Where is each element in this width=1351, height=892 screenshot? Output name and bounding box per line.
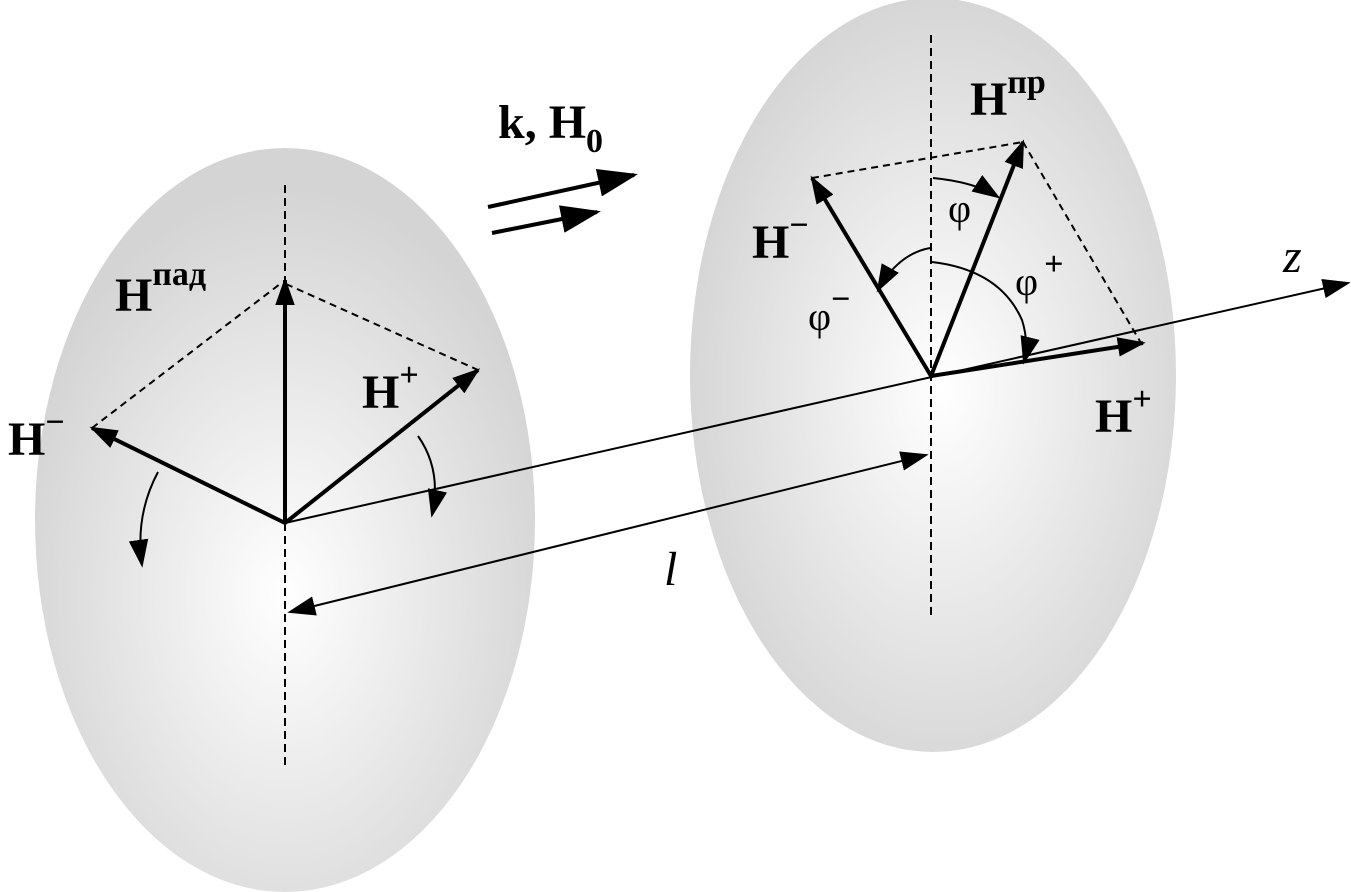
h-pr-sup: пр xyxy=(1007,64,1046,101)
phi-minus-arc xyxy=(876,247,931,293)
phi-plus-sup: + xyxy=(1044,246,1063,283)
right-h-minus-label: H− xyxy=(752,207,809,269)
left-rotation-arc-minus xyxy=(128,471,159,568)
left-h-plus-vector xyxy=(283,368,481,525)
phi-base: φ xyxy=(1015,259,1038,304)
h-plus-sup: + xyxy=(1132,381,1151,418)
phi-plus-arc xyxy=(931,261,1040,365)
k-symbol: k xyxy=(498,96,525,149)
phi-plus-label: φ+ xyxy=(1015,246,1063,304)
h-base: H xyxy=(362,366,399,419)
left-rotation-arc-plus xyxy=(417,435,448,518)
h-minus-sup: − xyxy=(789,207,808,244)
left-h-plus-label: H+ xyxy=(362,357,419,419)
h-plus-sup: + xyxy=(399,357,418,394)
phi-base: φ xyxy=(808,294,831,339)
h-base: H xyxy=(752,216,789,269)
phi-minus-sup: − xyxy=(831,281,850,318)
length-dimension xyxy=(287,451,929,616)
phi-label: φ xyxy=(948,186,971,231)
left-h-minus-vector xyxy=(89,426,286,525)
h-base: H xyxy=(115,269,152,322)
z-axis-label: z xyxy=(1282,230,1302,283)
k-h0-label: k,H0 xyxy=(498,96,603,160)
h-base: H xyxy=(8,413,45,466)
left-h-minus-label: H− xyxy=(8,404,65,466)
comma: , xyxy=(525,96,537,149)
right-h-minus-vector xyxy=(810,175,933,378)
h0-direction-arrow xyxy=(491,205,601,235)
h-base: H xyxy=(970,73,1007,126)
k-direction-arrow xyxy=(487,169,638,209)
right-h-pr-vector xyxy=(929,139,1025,377)
left-parallelogram xyxy=(91,283,479,429)
h0-subscript: 0 xyxy=(586,123,603,160)
right-h-plus-label: H+ xyxy=(1095,381,1152,443)
right-parallelogram xyxy=(811,141,1142,344)
phi-minus-label: φ− xyxy=(808,281,850,339)
left-h-pad-label: Hпад xyxy=(115,256,206,322)
h-minus-sup: − xyxy=(45,404,64,441)
h-base: H xyxy=(1095,390,1132,443)
h0-symbol: H xyxy=(549,96,586,149)
phi-arc xyxy=(932,175,1001,199)
h-pad-sup: пад xyxy=(152,256,206,293)
right-h-pr-label: Hпр xyxy=(970,64,1046,126)
length-l-label: l xyxy=(664,543,677,596)
